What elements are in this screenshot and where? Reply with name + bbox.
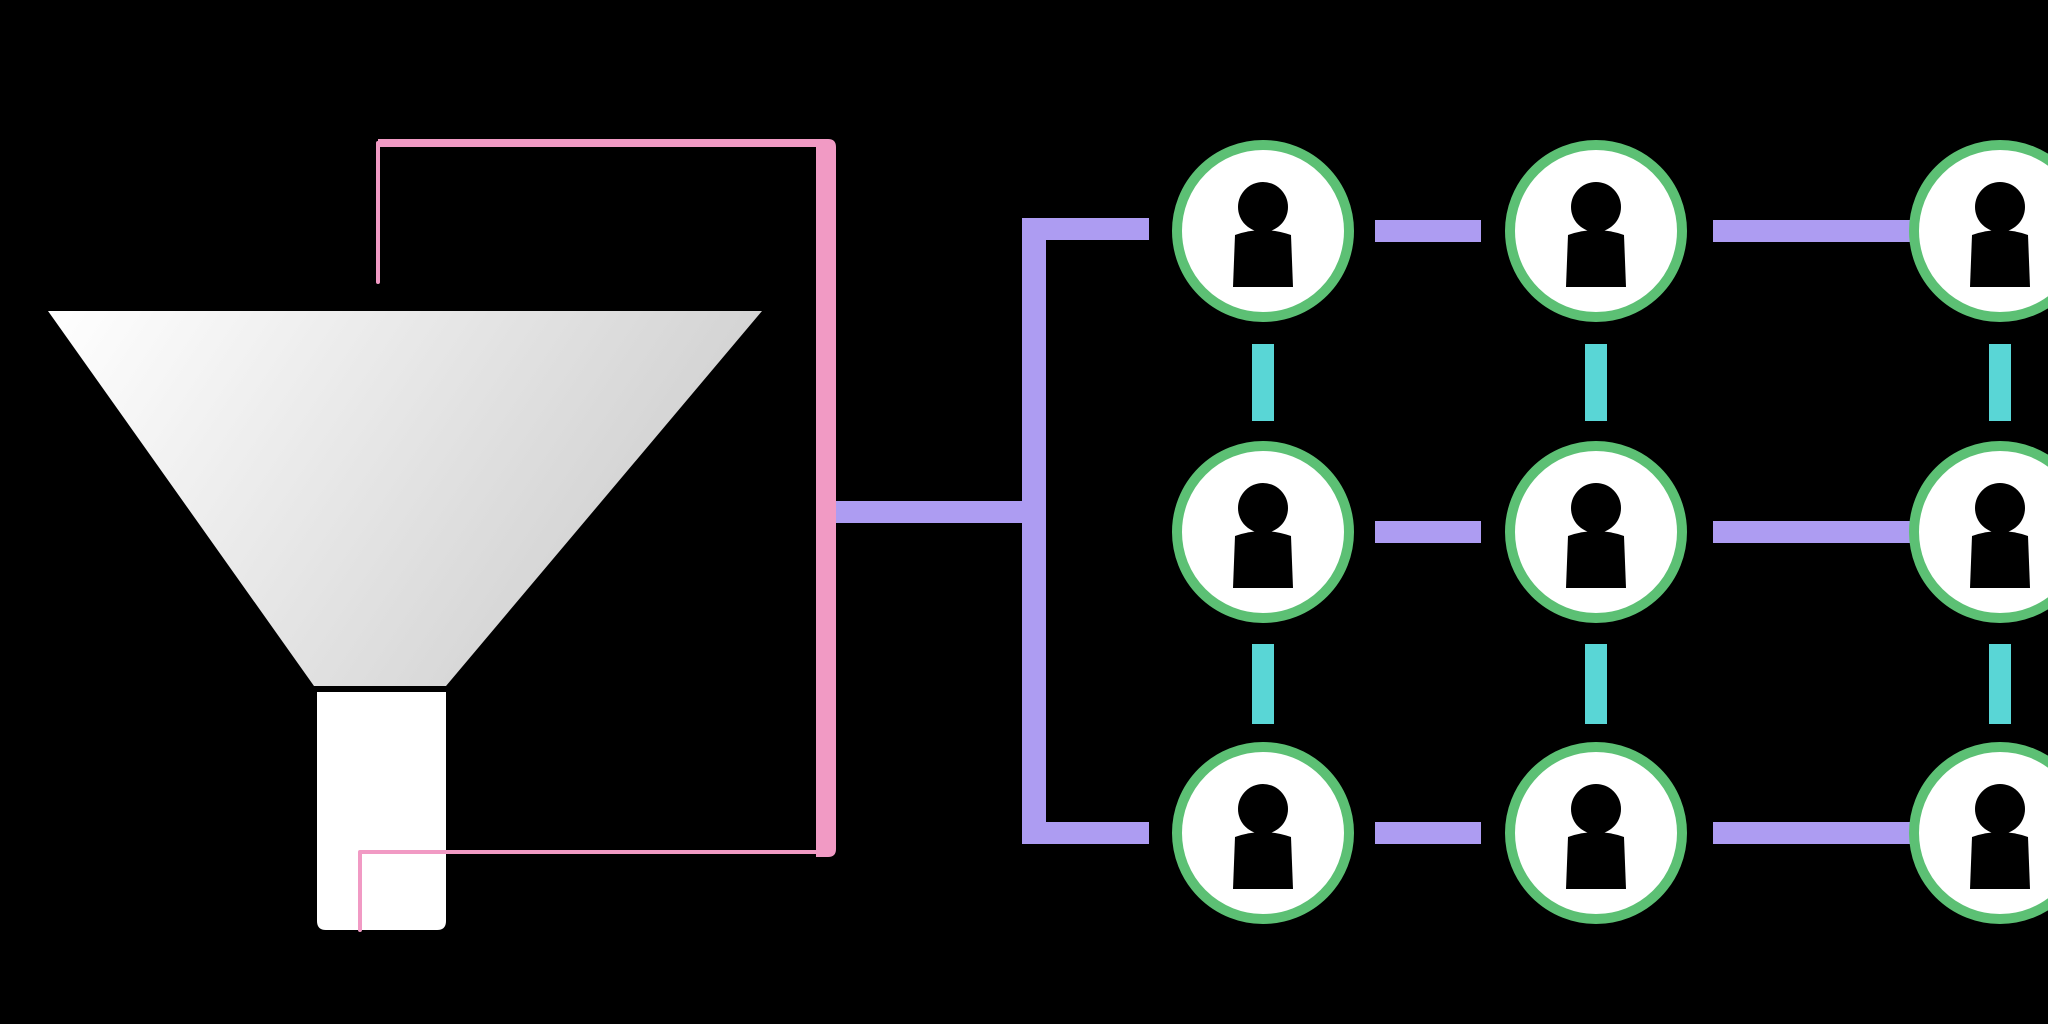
person-body — [1233, 230, 1293, 287]
person-head — [1238, 483, 1288, 533]
funnel-cone — [48, 311, 762, 686]
person-icon — [1566, 784, 1626, 889]
person-node-r2-c1 — [1172, 441, 1354, 623]
person-icon — [1566, 182, 1626, 287]
bracket-spine — [1022, 218, 1046, 842]
person-body — [1970, 230, 2030, 287]
bracket-bottom-arm — [1022, 822, 1149, 844]
person-head — [1975, 784, 2025, 834]
person-icon — [1233, 182, 1293, 287]
person-head — [1238, 182, 1288, 232]
vertical-link-c1-r1-r2 — [1252, 344, 1274, 421]
person-node-r3-c2 — [1505, 742, 1687, 924]
person-head — [1571, 182, 1621, 232]
person-node-r1-c3 — [1909, 140, 2048, 322]
person-icon — [1233, 784, 1293, 889]
horizontal-link-r3-c2-c3 — [1713, 822, 1923, 844]
node-ring — [1909, 441, 2048, 623]
network-bracket — [836, 218, 1149, 844]
vertical-link-c2-r2-r3 — [1585, 644, 1607, 724]
network-nodes — [1172, 140, 2048, 924]
vertical-link-c2-r1-r2 — [1585, 344, 1607, 421]
funnel-icon — [48, 311, 762, 930]
horizontal-link-r1-c2-c3 — [1713, 220, 1923, 242]
person-head — [1975, 182, 2025, 232]
bracket-stem — [836, 501, 1024, 523]
person-body — [1970, 832, 2030, 889]
vertical-link-c1-r2-r3 — [1252, 644, 1274, 724]
person-icon — [1233, 483, 1293, 588]
person-body — [1233, 832, 1293, 889]
node-ring — [1909, 742, 2048, 924]
person-icon — [1970, 483, 2030, 588]
person-body — [1970, 531, 2030, 588]
person-node-r3-c3 — [1909, 742, 2048, 924]
person-icon — [1970, 784, 2030, 889]
network-links — [1252, 220, 2011, 844]
person-head — [1571, 784, 1621, 834]
horizontal-link-r2-c2-c3 — [1713, 521, 1923, 543]
person-icon — [1566, 483, 1626, 588]
person-icon — [1970, 182, 2030, 287]
person-node-r2-c3 — [1909, 441, 2048, 623]
person-body — [1566, 832, 1626, 889]
horizontal-link-r2-c1-c2 — [1375, 521, 1481, 543]
person-body — [1233, 531, 1293, 588]
person-head — [1571, 483, 1621, 533]
person-node-r1-c2 — [1505, 140, 1687, 322]
person-node-r2-c2 — [1505, 441, 1687, 623]
horizontal-link-r3-c1-c2 — [1375, 822, 1481, 844]
vertical-link-c3-r1-r2 — [1989, 344, 2011, 421]
node-ring — [1909, 140, 2048, 322]
person-body — [1566, 230, 1626, 287]
person-node-r3-c1 — [1172, 742, 1354, 924]
feedback-loop — [358, 139, 836, 932]
person-node-r1-c1 — [1172, 140, 1354, 322]
feedback-loop-line — [358, 141, 828, 932]
bracket-top-arm — [1022, 218, 1149, 240]
vertical-link-c3-r2-r3 — [1989, 644, 2011, 724]
person-head — [1238, 784, 1288, 834]
person-body — [1566, 531, 1626, 588]
funnel-spout — [317, 692, 446, 930]
person-head — [1975, 483, 2025, 533]
horizontal-link-r1-c1-c2 — [1375, 220, 1481, 242]
